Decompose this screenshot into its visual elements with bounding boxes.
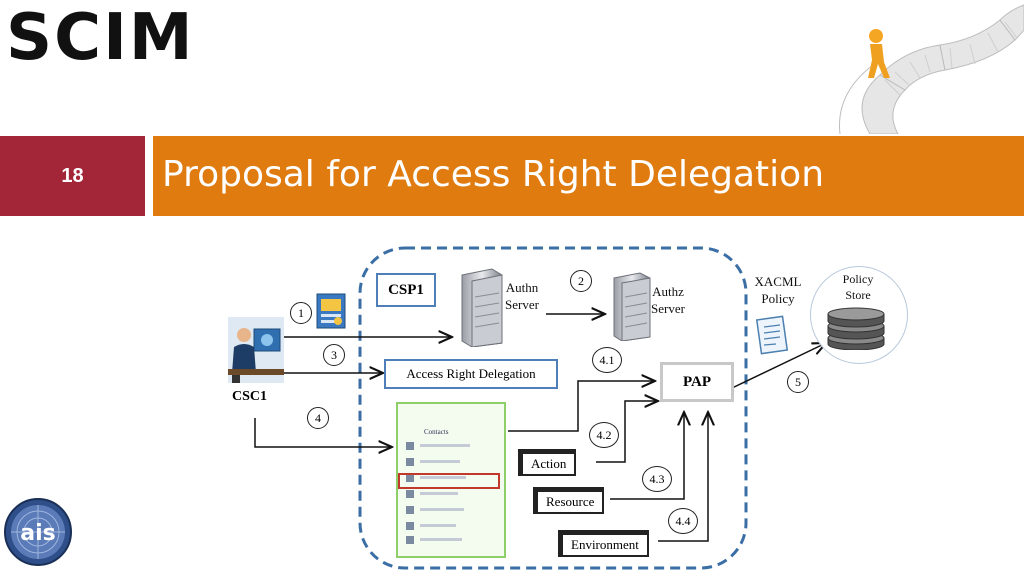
contacts-window: Contacts	[396, 402, 506, 558]
arrow-step-4-2	[596, 401, 658, 463]
step-4-circle: 4	[307, 407, 329, 429]
title-bar	[153, 136, 1024, 216]
contacts-heading: Contacts	[424, 428, 449, 436]
step-5-circle: 5	[787, 371, 809, 393]
step-4-4-circle: 4.4	[668, 508, 698, 534]
step-4-1-circle: 4.1	[592, 347, 622, 373]
csp-label: CSP1	[376, 273, 436, 307]
step-4-3-circle: 4.3	[642, 466, 672, 492]
step-2-circle: 2	[570, 270, 592, 292]
environment-box: Environment	[558, 530, 649, 557]
slide-number: 18	[0, 136, 145, 216]
authn-server-icon	[461, 268, 503, 347]
arrow-step-4-1	[508, 381, 655, 432]
authz-server-icon	[613, 272, 651, 341]
certificate-icon	[316, 293, 346, 329]
user-at-computer-icon	[228, 317, 284, 383]
policy-store-circle	[810, 266, 908, 364]
arrow-step-4	[254, 418, 392, 447]
policy-document-icon	[756, 315, 789, 355]
resource-box: Resource	[533, 487, 605, 514]
slide-title: Proposal for Access Right Delegation	[162, 154, 825, 195]
selected-contact-highlight	[398, 473, 500, 489]
climbing-figure-icon	[868, 29, 890, 78]
action-box: Action	[518, 449, 577, 476]
ais-badge-icon: ais	[4, 498, 72, 566]
contact-list	[406, 442, 470, 544]
database-icon	[827, 307, 885, 350]
svg-text:ais: ais	[20, 521, 55, 546]
pap-box: PAP	[660, 362, 734, 402]
arrow-step-5	[729, 343, 826, 390]
arrow-step-4-4	[658, 412, 708, 542]
access-right-delegation-box: Access Right Delegation	[384, 359, 558, 389]
arrow-step-4-3	[610, 412, 684, 500]
csp-boundary	[358, 246, 748, 570]
step-4-2-circle: 4.2	[589, 422, 619, 448]
user-label: CSC1	[232, 389, 268, 404]
step-1-circle: 1	[290, 302, 312, 324]
staircase-illustration	[839, 4, 1024, 134]
step-3-circle: 3	[323, 344, 345, 366]
scim-logo: SCIM	[6, 1, 195, 75]
